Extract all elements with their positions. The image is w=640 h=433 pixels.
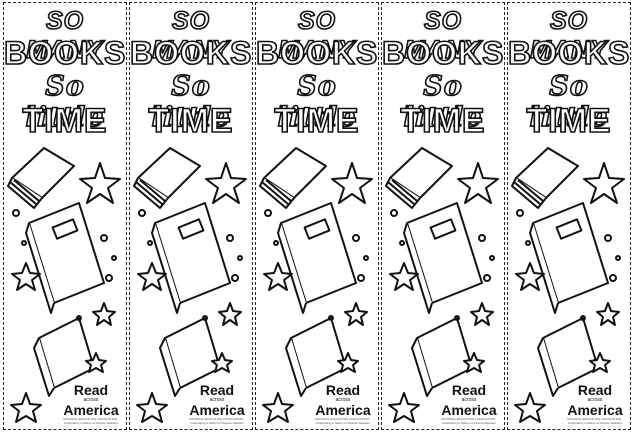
logo-read: Read (325, 382, 361, 398)
bookmark: SO MANY BOOKS So little TIME Read across… (129, 2, 253, 430)
logo-tagline: NATIONAL EDUCATION ASSOCIATION · Celebra… (567, 417, 623, 425)
logo-across: across (335, 397, 351, 403)
logo-across: across (587, 397, 603, 403)
logo-america: America (63, 402, 119, 418)
star-icon (388, 392, 420, 423)
closed-book-icon (277, 202, 357, 314)
star-icon (211, 352, 233, 373)
title-so-little: So little (25, 70, 105, 134)
book-icon (537, 317, 599, 397)
bookmark: SO MANY BOOKS So little TIME Read across… (255, 2, 379, 430)
title-so-little: So little (277, 70, 357, 134)
book-illustration (259, 147, 373, 423)
logo-across: across (209, 397, 225, 403)
title-so-many: SO MANY (25, 6, 104, 65)
logo-tagline: NATIONAL EDUCATION ASSOCIATION · Celebra… (315, 417, 371, 425)
logo-read: Read (199, 382, 235, 398)
star-icon (463, 352, 485, 373)
closed-book-icon (25, 202, 105, 314)
star-icon (136, 392, 168, 423)
title-so-many: SO MANY (403, 6, 482, 65)
title-time: TIME (22, 101, 108, 141)
logo-read: Read (73, 382, 109, 398)
star-icon (10, 392, 42, 423)
open-book-icon (511, 147, 579, 209)
star-icon (79, 162, 121, 204)
read-across-america-logo: Read across America NATIONAL EDUCATION A… (310, 383, 376, 425)
star-icon (92, 302, 116, 326)
star-icon (514, 392, 546, 423)
closed-book-icon (529, 202, 609, 314)
star-icon (137, 262, 167, 291)
bookmark: SO MANY BOOKS So little TIME Read across… (507, 2, 631, 430)
star-icon (205, 162, 247, 204)
read-across-america-logo: Read across America NATIONAL EDUCATION A… (436, 383, 502, 425)
star-icon (337, 352, 359, 373)
star-icon (457, 162, 499, 204)
book-illustration (385, 147, 499, 423)
title-so-little: So little (403, 70, 483, 134)
star-icon (344, 302, 368, 326)
bookmark: SO MANY BOOKS So little TIME Read across… (3, 2, 127, 430)
book-icon (33, 317, 95, 397)
logo-tagline: NATIONAL EDUCATION ASSOCIATION · Celebra… (441, 417, 497, 425)
star-icon (11, 262, 41, 291)
logo-america: America (567, 402, 623, 418)
read-across-america-logo: Read across America NATIONAL EDUCATION A… (184, 383, 250, 425)
star-icon (389, 262, 419, 291)
logo-read: Read (451, 382, 487, 398)
star-icon (262, 392, 294, 423)
logo-tagline: NATIONAL EDUCATION ASSOCIATION · Celebra… (189, 417, 245, 425)
star-icon (515, 262, 545, 291)
title-so-many: SO MANY (277, 6, 356, 65)
bookmark-sheet: SO MANY BOOKS So little TIME Read across… (3, 2, 633, 430)
title-time: TIME (148, 101, 234, 141)
title-so-little: So little (151, 70, 231, 134)
book-illustration (133, 147, 247, 423)
book-icon (159, 317, 221, 397)
logo-read: Read (577, 382, 613, 398)
star-icon (85, 352, 107, 373)
star-icon (583, 162, 625, 204)
closed-book-icon (151, 202, 231, 314)
open-book-icon (133, 147, 201, 209)
star-icon (331, 162, 373, 204)
title-so-many: SO MANY (529, 6, 608, 65)
logo-tagline: NATIONAL EDUCATION ASSOCIATION · Celebra… (63, 417, 119, 425)
logo-across: across (461, 397, 477, 403)
title-so-many: SO MANY (151, 6, 230, 65)
title-so-little: So little (529, 70, 609, 134)
book-icon (411, 317, 473, 397)
open-book-icon (259, 147, 327, 209)
title-books: BOOKS (381, 34, 505, 72)
star-icon (263, 262, 293, 291)
title-books: BOOKS (255, 34, 379, 72)
book-icon (285, 317, 347, 397)
title-time: TIME (274, 101, 360, 141)
book-illustration (511, 147, 625, 423)
logo-america: America (315, 402, 371, 418)
star-icon (589, 352, 611, 373)
star-icon (596, 302, 620, 326)
read-across-america-logo: Read across America NATIONAL EDUCATION A… (562, 383, 628, 425)
open-book-icon (7, 147, 75, 209)
title-time: TIME (400, 101, 486, 141)
star-icon (218, 302, 242, 326)
book-illustration (7, 147, 121, 423)
title-books: BOOKS (129, 34, 253, 72)
title-books: BOOKS (507, 34, 631, 72)
open-book-icon (385, 147, 453, 209)
bookmark: SO MANY BOOKS So little TIME Read across… (381, 2, 505, 430)
star-icon (470, 302, 494, 326)
title-books: BOOKS (3, 34, 127, 72)
closed-book-icon (403, 202, 483, 314)
logo-across: across (83, 397, 99, 403)
logo-america: America (189, 402, 245, 418)
read-across-america-logo: Read across America NATIONAL EDUCATION A… (58, 383, 124, 425)
logo-america: America (441, 402, 497, 418)
title-time: TIME (526, 101, 612, 141)
